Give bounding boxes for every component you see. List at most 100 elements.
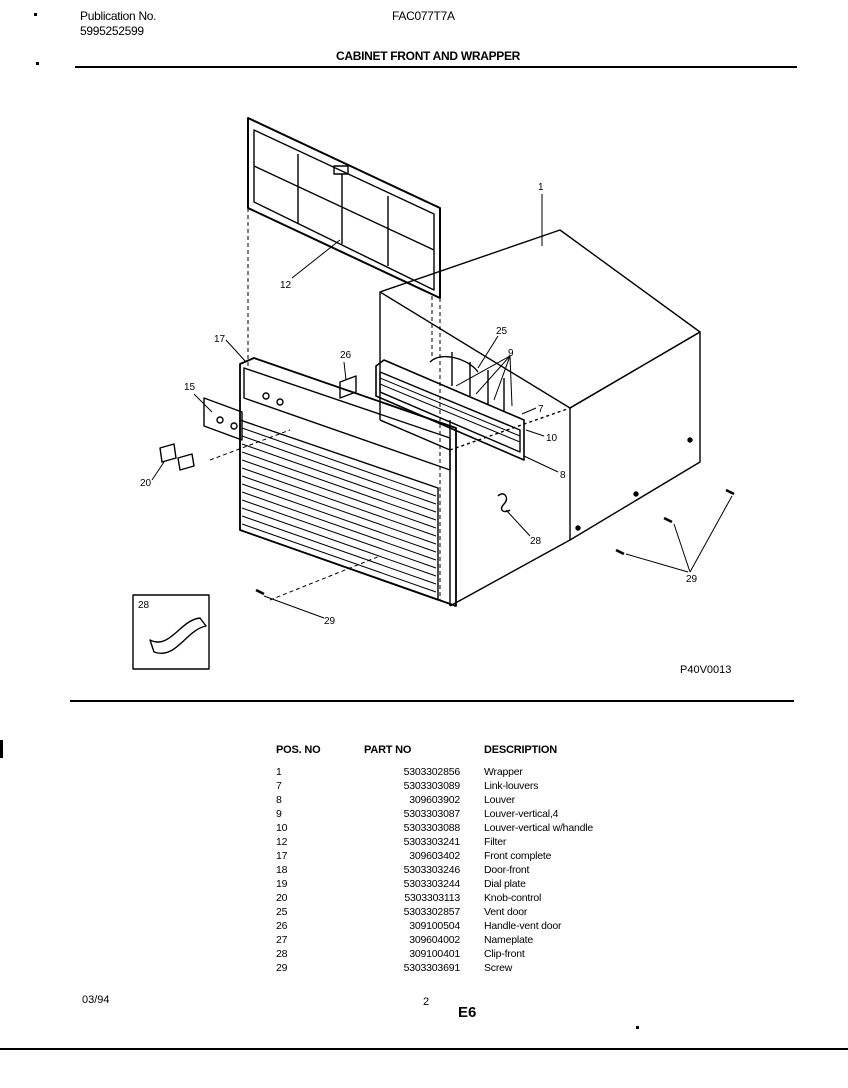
table-row: 28 309100401 Clip-front	[276, 947, 684, 961]
callout-17: 17	[214, 334, 226, 345]
part-position: 26	[276, 920, 288, 932]
footer-date: 03/94	[82, 994, 110, 1006]
column-header-part: PART NO	[364, 744, 412, 756]
table-row: 26 309100504 Handle-vent door	[276, 919, 684, 933]
inset-callout-28: 28	[138, 600, 150, 611]
callout-15: 15	[184, 382, 196, 393]
publication-label: Publication No.	[80, 9, 157, 23]
scan-bottom-edge	[0, 1048, 848, 1050]
louver-assembly	[375, 352, 525, 461]
scan-left-edge	[0, 740, 3, 758]
part-number: 5303303244	[403, 878, 461, 890]
table-row: 9 5303303087 Louver-vertical,4	[276, 807, 684, 821]
clip-front	[497, 493, 511, 513]
callout-7: 7	[538, 404, 544, 415]
part-number: 5303303088	[403, 822, 461, 834]
part-position: 27	[276, 934, 288, 946]
drawing-code: P40V0013	[680, 664, 732, 676]
part-position: 9	[276, 808, 282, 820]
callout-9: 9	[508, 348, 514, 359]
part-description: Wrapper	[484, 766, 523, 778]
parts-table-header: POS. NO PART NO DESCRIPTION	[276, 744, 684, 765]
table-row: 29 5303303691 Screw	[276, 961, 684, 975]
part-number: 309603402	[409, 850, 460, 862]
dial-plate	[203, 397, 243, 441]
part-description: Knob-control	[484, 892, 542, 904]
clip-detail-inset	[132, 594, 210, 670]
table-row: 19 5303303244 Dial plate	[276, 877, 684, 891]
publication-number: 5995252599	[80, 24, 144, 38]
scan-speck	[636, 1026, 639, 1029]
scan-speck	[34, 13, 37, 16]
callout-25: 25	[496, 326, 508, 337]
part-description: Louver-vertical w/handle	[484, 822, 594, 834]
callout-20: 20	[140, 478, 152, 489]
section-code: E6	[458, 1004, 477, 1021]
part-position: 25	[276, 906, 288, 918]
part-description: Door-front	[484, 864, 530, 876]
part-description: Louver-vertical,4	[484, 808, 559, 820]
part-number: 5303302856	[403, 766, 461, 778]
part-description: Filter	[484, 836, 507, 848]
part-number: 5303303246	[403, 864, 461, 876]
part-number: 309604002	[409, 934, 460, 946]
part-number: 309100504	[409, 920, 460, 932]
part-position: 10	[276, 822, 288, 834]
part-position: 1	[276, 766, 282, 778]
front-grille	[239, 357, 457, 607]
part-position: 18	[276, 864, 288, 876]
parts-list-table: POS. NO PART NO DESCRIPTION 1 5303302856 W…	[276, 744, 684, 975]
control-knobs	[159, 443, 195, 471]
screws	[255, 488, 735, 596]
part-position: 29	[276, 962, 288, 974]
part-description: Louver	[484, 794, 515, 806]
part-number: 5303303691	[403, 962, 461, 974]
table-row: 27 309604002 Nameplate	[276, 933, 684, 947]
part-number: 309603902	[409, 794, 460, 806]
part-position: 28	[276, 948, 288, 960]
header-rule	[75, 66, 797, 68]
part-position: 8	[276, 794, 282, 806]
part-number: 5303302857	[403, 906, 461, 918]
part-description: Nameplate	[484, 934, 533, 946]
part-position: 7	[276, 780, 282, 792]
table-row: 18 5303303246 Door-front	[276, 863, 684, 877]
part-number: 5303303113	[404, 892, 460, 904]
part-number: 5303303241	[403, 836, 461, 848]
part-position: 12	[276, 836, 288, 848]
table-row: 17 309603402 Front complete	[276, 849, 684, 863]
part-description: Vent door	[484, 906, 528, 918]
part-number: 5303303087	[403, 808, 461, 820]
part-description: Dial plate	[484, 878, 526, 890]
part-position: 17	[276, 850, 288, 862]
table-row: 20 5303303113 Knob-control	[276, 891, 684, 905]
part-number: 309100401	[409, 948, 460, 960]
table-row: 1 5303302856 Wrapper	[276, 765, 684, 779]
callout-1: 1	[538, 182, 544, 193]
part-description: Handle-vent door	[484, 920, 562, 932]
section-title: CABINET FRONT AND WRAPPER	[336, 49, 521, 63]
callout-12: 12	[280, 280, 292, 291]
callout-29-side: 29	[686, 574, 698, 585]
part-description: Link-louvers	[484, 780, 539, 792]
part-position: 20	[276, 892, 288, 904]
exploded-view-diagram: 1 12 25 26 9 17 7 15 10 8 20 28 29 29 28	[132, 117, 735, 670]
scan-speck	[36, 62, 39, 65]
callout-26: 26	[340, 350, 352, 361]
callout-28: 28	[530, 536, 542, 547]
table-row: 25 5303302857 Vent door	[276, 905, 684, 919]
callout-29-front: 29	[324, 616, 336, 627]
part-position: 19	[276, 878, 288, 890]
table-row: 12 5303303241 Filter	[276, 835, 684, 849]
part-description: Clip-front	[484, 948, 525, 960]
part-number: 5303303089	[403, 780, 461, 792]
section-divider	[70, 700, 794, 702]
callout-10: 10	[546, 433, 558, 444]
page-number: 2	[423, 996, 430, 1008]
column-header-description: DESCRIPTION	[484, 744, 557, 756]
part-description: Screw	[484, 962, 513, 974]
table-row: 10 5303303088 Louver-vertical w/handle	[276, 821, 684, 835]
part-description: Front complete	[484, 850, 552, 862]
table-row: 8 309603902 Louver	[276, 793, 684, 807]
filter-panel	[247, 117, 441, 600]
